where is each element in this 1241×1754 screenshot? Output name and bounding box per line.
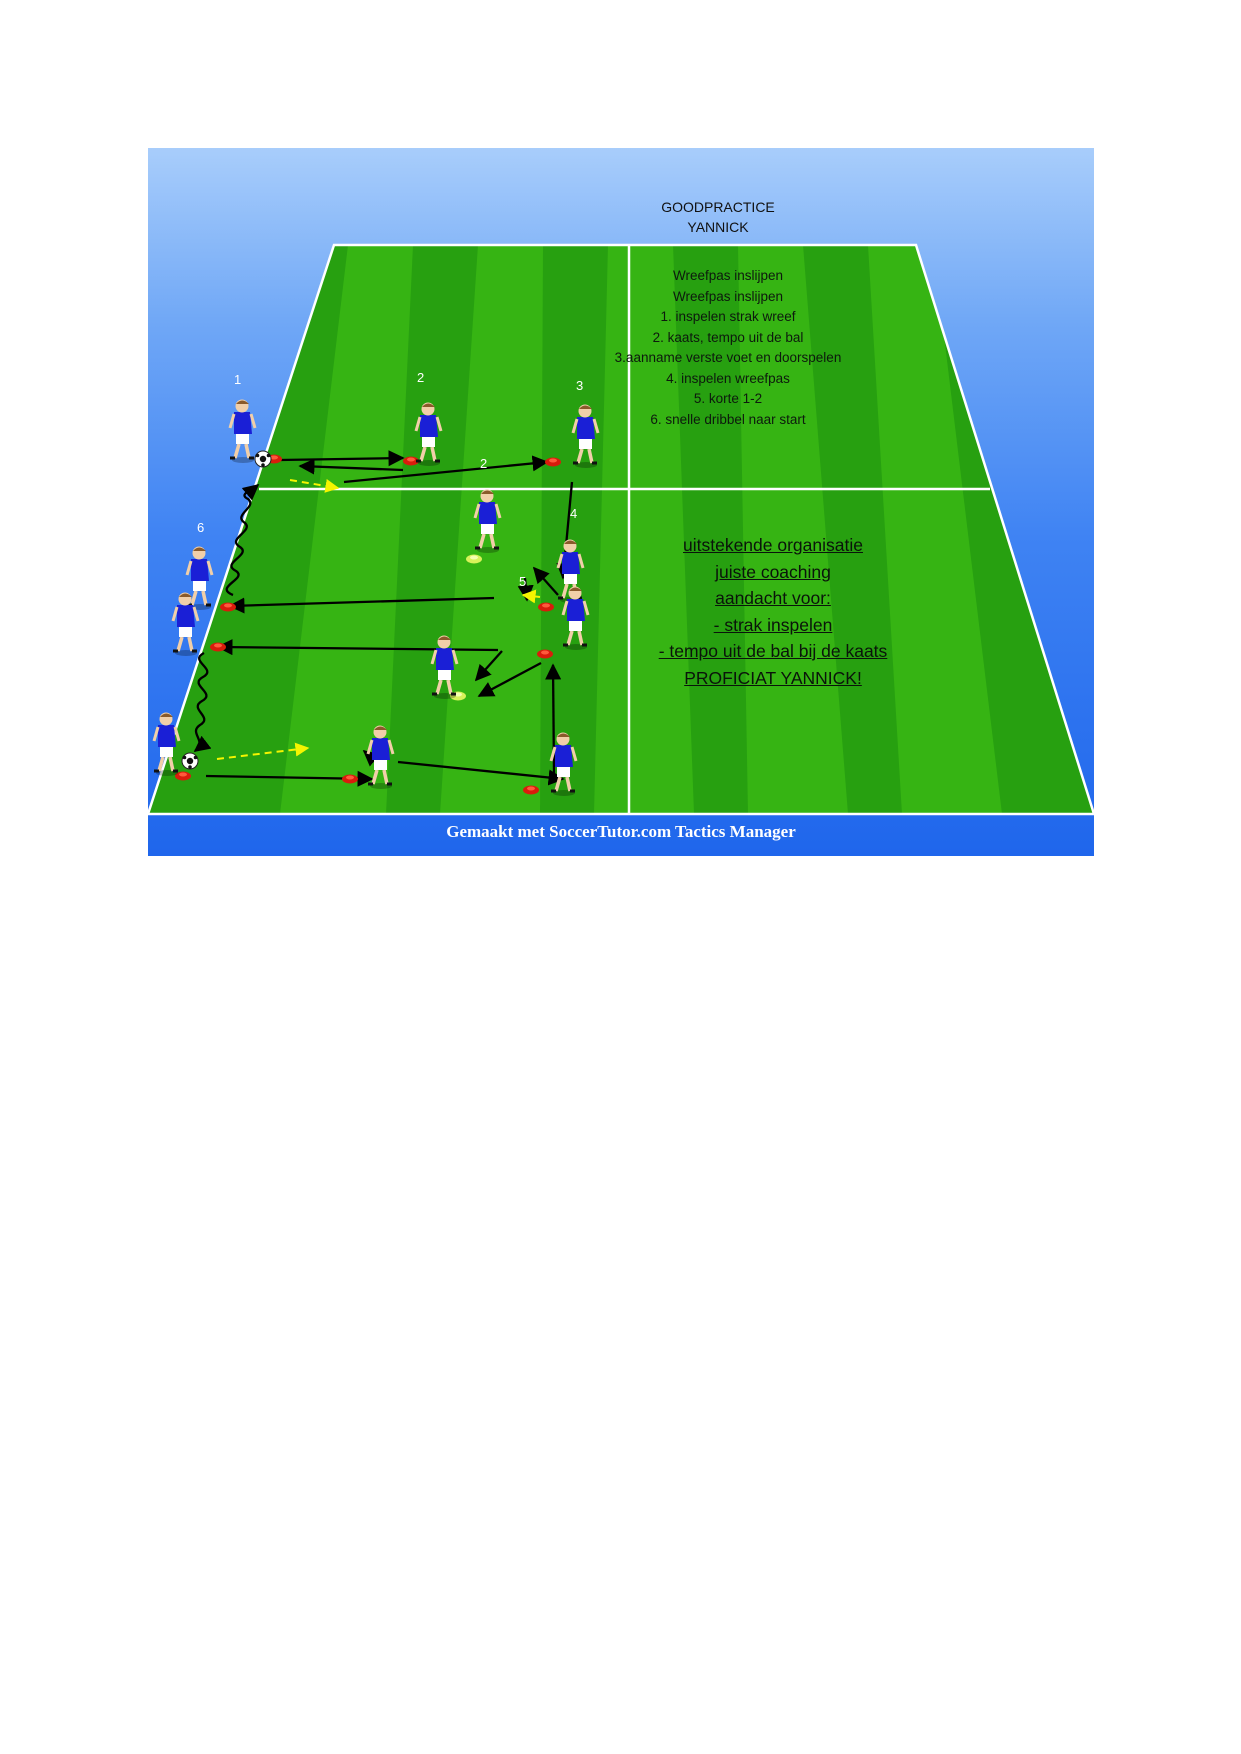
pitch-drawing [148,243,1094,816]
instruction-line: Wreefpas inslijpen [672,268,784,283]
cone [210,642,226,652]
cone-yellow [466,554,482,564]
instruction-line: 6. snelle dribbel naar start [650,411,806,427]
feedback-line: - strak inspelen [713,614,833,635]
pass-arrow [474,650,503,682]
instruction-line: 2. kaats, tempo uit de bal [652,329,804,345]
pass-arrow [228,596,495,614]
pass-arrow [532,566,559,596]
feedback-line: PROFICIAT YANNICK! [684,667,862,688]
ball [254,450,272,468]
cone [537,649,553,659]
run-arrow [289,479,340,493]
feedback-line: juiste coaching [715,561,831,582]
instruction-line: 3.aanname verste voet en doorspelen [614,350,842,365]
ball [181,752,199,770]
title-line: YANNICK [687,219,749,235]
pass-arrow [343,455,549,484]
run-arrow [521,589,541,604]
cone [220,602,236,612]
pass-arrow [298,458,404,475]
instruction-line: Wreefpas inslijpen [672,288,784,304]
instructions-block: Wreefpas inslijpen Wreefpas inslijpen 1.… [568,266,888,430]
run-arrow [216,742,310,760]
cone [523,785,539,795]
instruction-line: 4. inspelen wreefpas [666,370,790,386]
feedback-block: uitstekende organisatie juiste coaching … [608,532,938,691]
title-block: GOODPRACTICE YANNICK [618,197,818,237]
player [228,397,257,465]
feedback-line: uitstekende organisatie [683,535,863,555]
title-line: GOODPRACTICE [661,199,775,215]
station-label-1: 1 [234,372,242,387]
instruction-line: 1. inspelen strak wreef [660,309,796,324]
training-diagram: GOODPRACTICE YANNICK Wreefpas inslijpen … [148,148,1094,856]
dribble-path [193,651,212,752]
station-label-4: 4 [570,506,578,521]
station-label-2: 2 [417,370,425,385]
cone [545,457,561,467]
instruction-line: 5. korte 1-2 [693,391,763,406]
run-arrows [216,479,541,760]
dribble-paths [193,483,260,752]
pass-arrow [397,760,565,786]
station-label-3: 3 [576,378,584,393]
pass-arrow [477,661,542,698]
feedback-line: aandacht voor: [715,588,831,608]
cone [342,774,358,784]
cone [538,602,554,612]
pass-label-2: 2 [480,456,488,471]
feedback-line: - tempo uit de bal bij de kaats [658,641,888,661]
station-label-5: 5 [519,574,527,589]
footer-caption: Gemaakt met SoccerTutor.com Tactics Mana… [446,822,796,841]
pitch [148,243,1094,816]
dribble-path [225,483,260,597]
station-label-6: 6 [197,520,205,535]
